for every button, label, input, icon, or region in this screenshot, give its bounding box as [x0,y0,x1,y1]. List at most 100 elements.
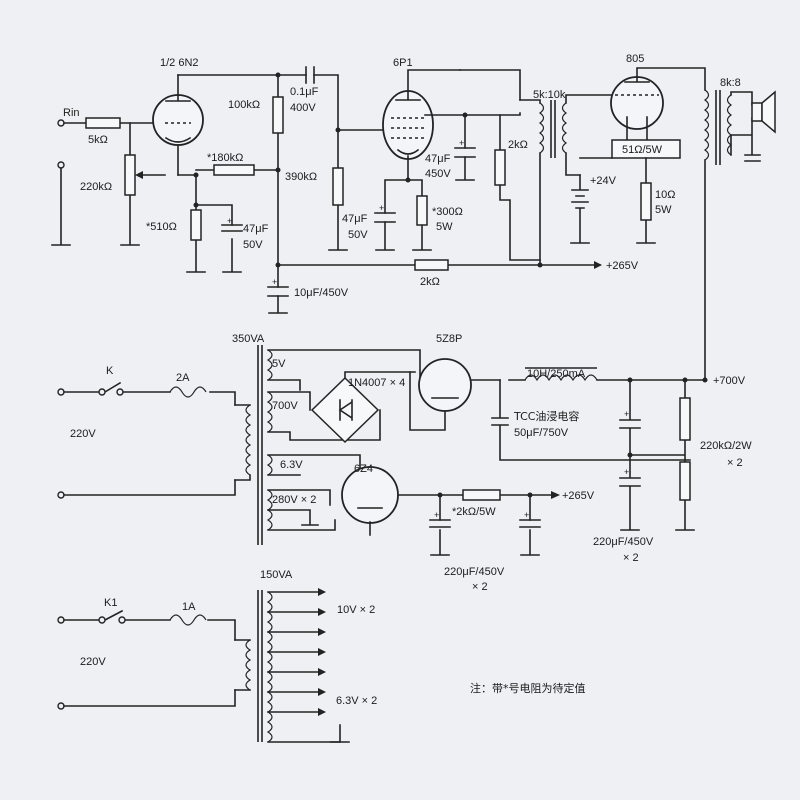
label-r-2k-a: 2kΩ [508,139,528,151]
labels: Rin 5kΩ 220kΩ *510Ω 1/2 6N2 100kΩ 0.1μF … [63,53,752,707]
label-t-8k8: 8k:8 [720,77,741,89]
label-c-tcc: TCC油浸电容 [513,409,579,423]
label-tube-6z4: 6Z4 [354,463,373,475]
resistor-10 [640,182,652,221]
svg-text:+: + [379,203,384,213]
label-sec-6.3v2: 6.3V × 2 [336,695,377,707]
label-v-50-c: 50V [348,229,368,241]
label-sec-700v: 700V [272,400,298,412]
resistor-220k-bottom [679,461,691,501]
capacitor-0.1u [305,66,315,84]
label-sec-5v: 5V [272,358,286,370]
label-sec-10v: 10V × 2 [337,604,375,616]
input-terminal [57,119,65,127]
label-sec-6.3v: 6.3V [280,459,303,471]
label-c-10u: 10μF/450V [294,287,349,299]
resistor-180k [213,164,255,176]
label-v-400: 400V [290,102,316,114]
label-r-5k: 5kΩ [88,134,108,146]
label-va-350: 350VA [232,333,265,345]
label-r-100k: 100kΩ [228,99,260,111]
label-r-180k: *180kΩ [207,152,243,164]
label-c-47u-c: 47μF [342,213,368,225]
tube-5z8p [418,358,472,412]
label-c-220u-a: 220μF/450V [444,566,505,578]
resistor-300 [416,195,428,226]
resistor-510 [190,209,202,241]
label-note: 注：带*号电阻为待定值 [470,681,586,695]
label-choke: 10H/250mA [527,368,586,380]
label-r-300: *300Ω [432,206,463,218]
label-r-2k-b: 2kΩ [420,276,440,288]
interstage-secondary [561,102,568,154]
label-r-2k5w: *2kΩ/5W [452,506,496,518]
label-sw-k: K [106,365,114,377]
label-diode: 1N4007 × 4 [348,377,405,389]
bridge-rectifier [310,376,380,444]
tube-6z4 [341,466,399,524]
label-x2-b: × 2 [472,581,488,593]
tube-805 [610,76,664,130]
label-tube-5z8p: 5Z8P [436,333,462,345]
svg-text:+: + [227,216,232,226]
input-ground-terminal [57,161,65,169]
label-x2-a: × 2 [727,457,743,469]
label-tube-6p1: 6P1 [393,57,413,69]
label-c-50u: 50μF/750V [514,427,569,439]
label-rin: Rin [63,107,80,119]
resistor-2k-screen [494,149,506,186]
winding-700v [266,391,273,433]
switch-k1 [98,616,106,624]
label-tube-6n2: 1/2 6N2 [160,57,199,69]
resistor-5k [85,117,121,129]
label-v-700: +700V [713,375,746,387]
label-c-01u: 0.1μF [290,86,319,98]
label-sec-280v: 280V × 2 [272,494,316,506]
power-supply-heater [57,588,350,743]
power-supply-hv: + + + + [57,345,708,556]
label-c-47u-b: 47μF [425,153,451,165]
label-tube-805: 805 [626,53,644,65]
output-stage [579,67,776,381]
label-r-390k: 390kΩ [285,171,317,183]
label-v-265-b: +265V [562,490,595,502]
label-fuse-2a: 2A [176,372,190,384]
svg-text:+: + [624,409,629,419]
label-v-265-a: +265V [606,260,639,272]
resistor-2k-5w [462,489,501,501]
svg-text:+: + [459,138,464,148]
choke-10h [524,374,598,382]
label-v-50-a: 50V [243,239,263,251]
driver-stage: + + [335,69,602,271]
input-stage: + + [51,66,416,314]
resistor-390k [332,167,344,206]
interstage-transformer [459,69,616,266]
output-primary [703,89,710,161]
interstage-primary [538,102,545,154]
label-r-220k2w: 220kΩ/2W [700,440,752,452]
label-va-150: 150VA [260,569,293,581]
label-t-5k10k: 5k:10k [533,89,566,101]
label-v-24: +24V [590,175,617,187]
label-r-51: 51Ω/5W [622,144,663,156]
label-c-47u-a: 47μF [243,223,269,235]
fuse-2a [169,386,207,398]
label-r-10: 10Ω [655,189,675,201]
svg-text:+: + [624,467,629,477]
lv-transformer-primary [245,639,252,691]
label-v-220-a: 220V [70,428,96,440]
resistor-220k-top [679,397,691,441]
label-r-220k: 220kΩ [80,181,112,193]
switch-k [98,388,106,396]
label-v-220-b: 220V [80,656,106,668]
label-c-220u-b: 220μF/450V [593,536,654,548]
label-w-5: 5W [436,221,453,233]
speaker-icon [751,102,763,122]
tube-6p1 [382,90,434,160]
label-sw-k1: K1 [104,597,117,609]
winding-5v [266,349,273,381]
svg-text:+: + [272,277,277,287]
svg-text:+: + [524,510,529,520]
label-fuse-1a: 1A [182,601,196,613]
